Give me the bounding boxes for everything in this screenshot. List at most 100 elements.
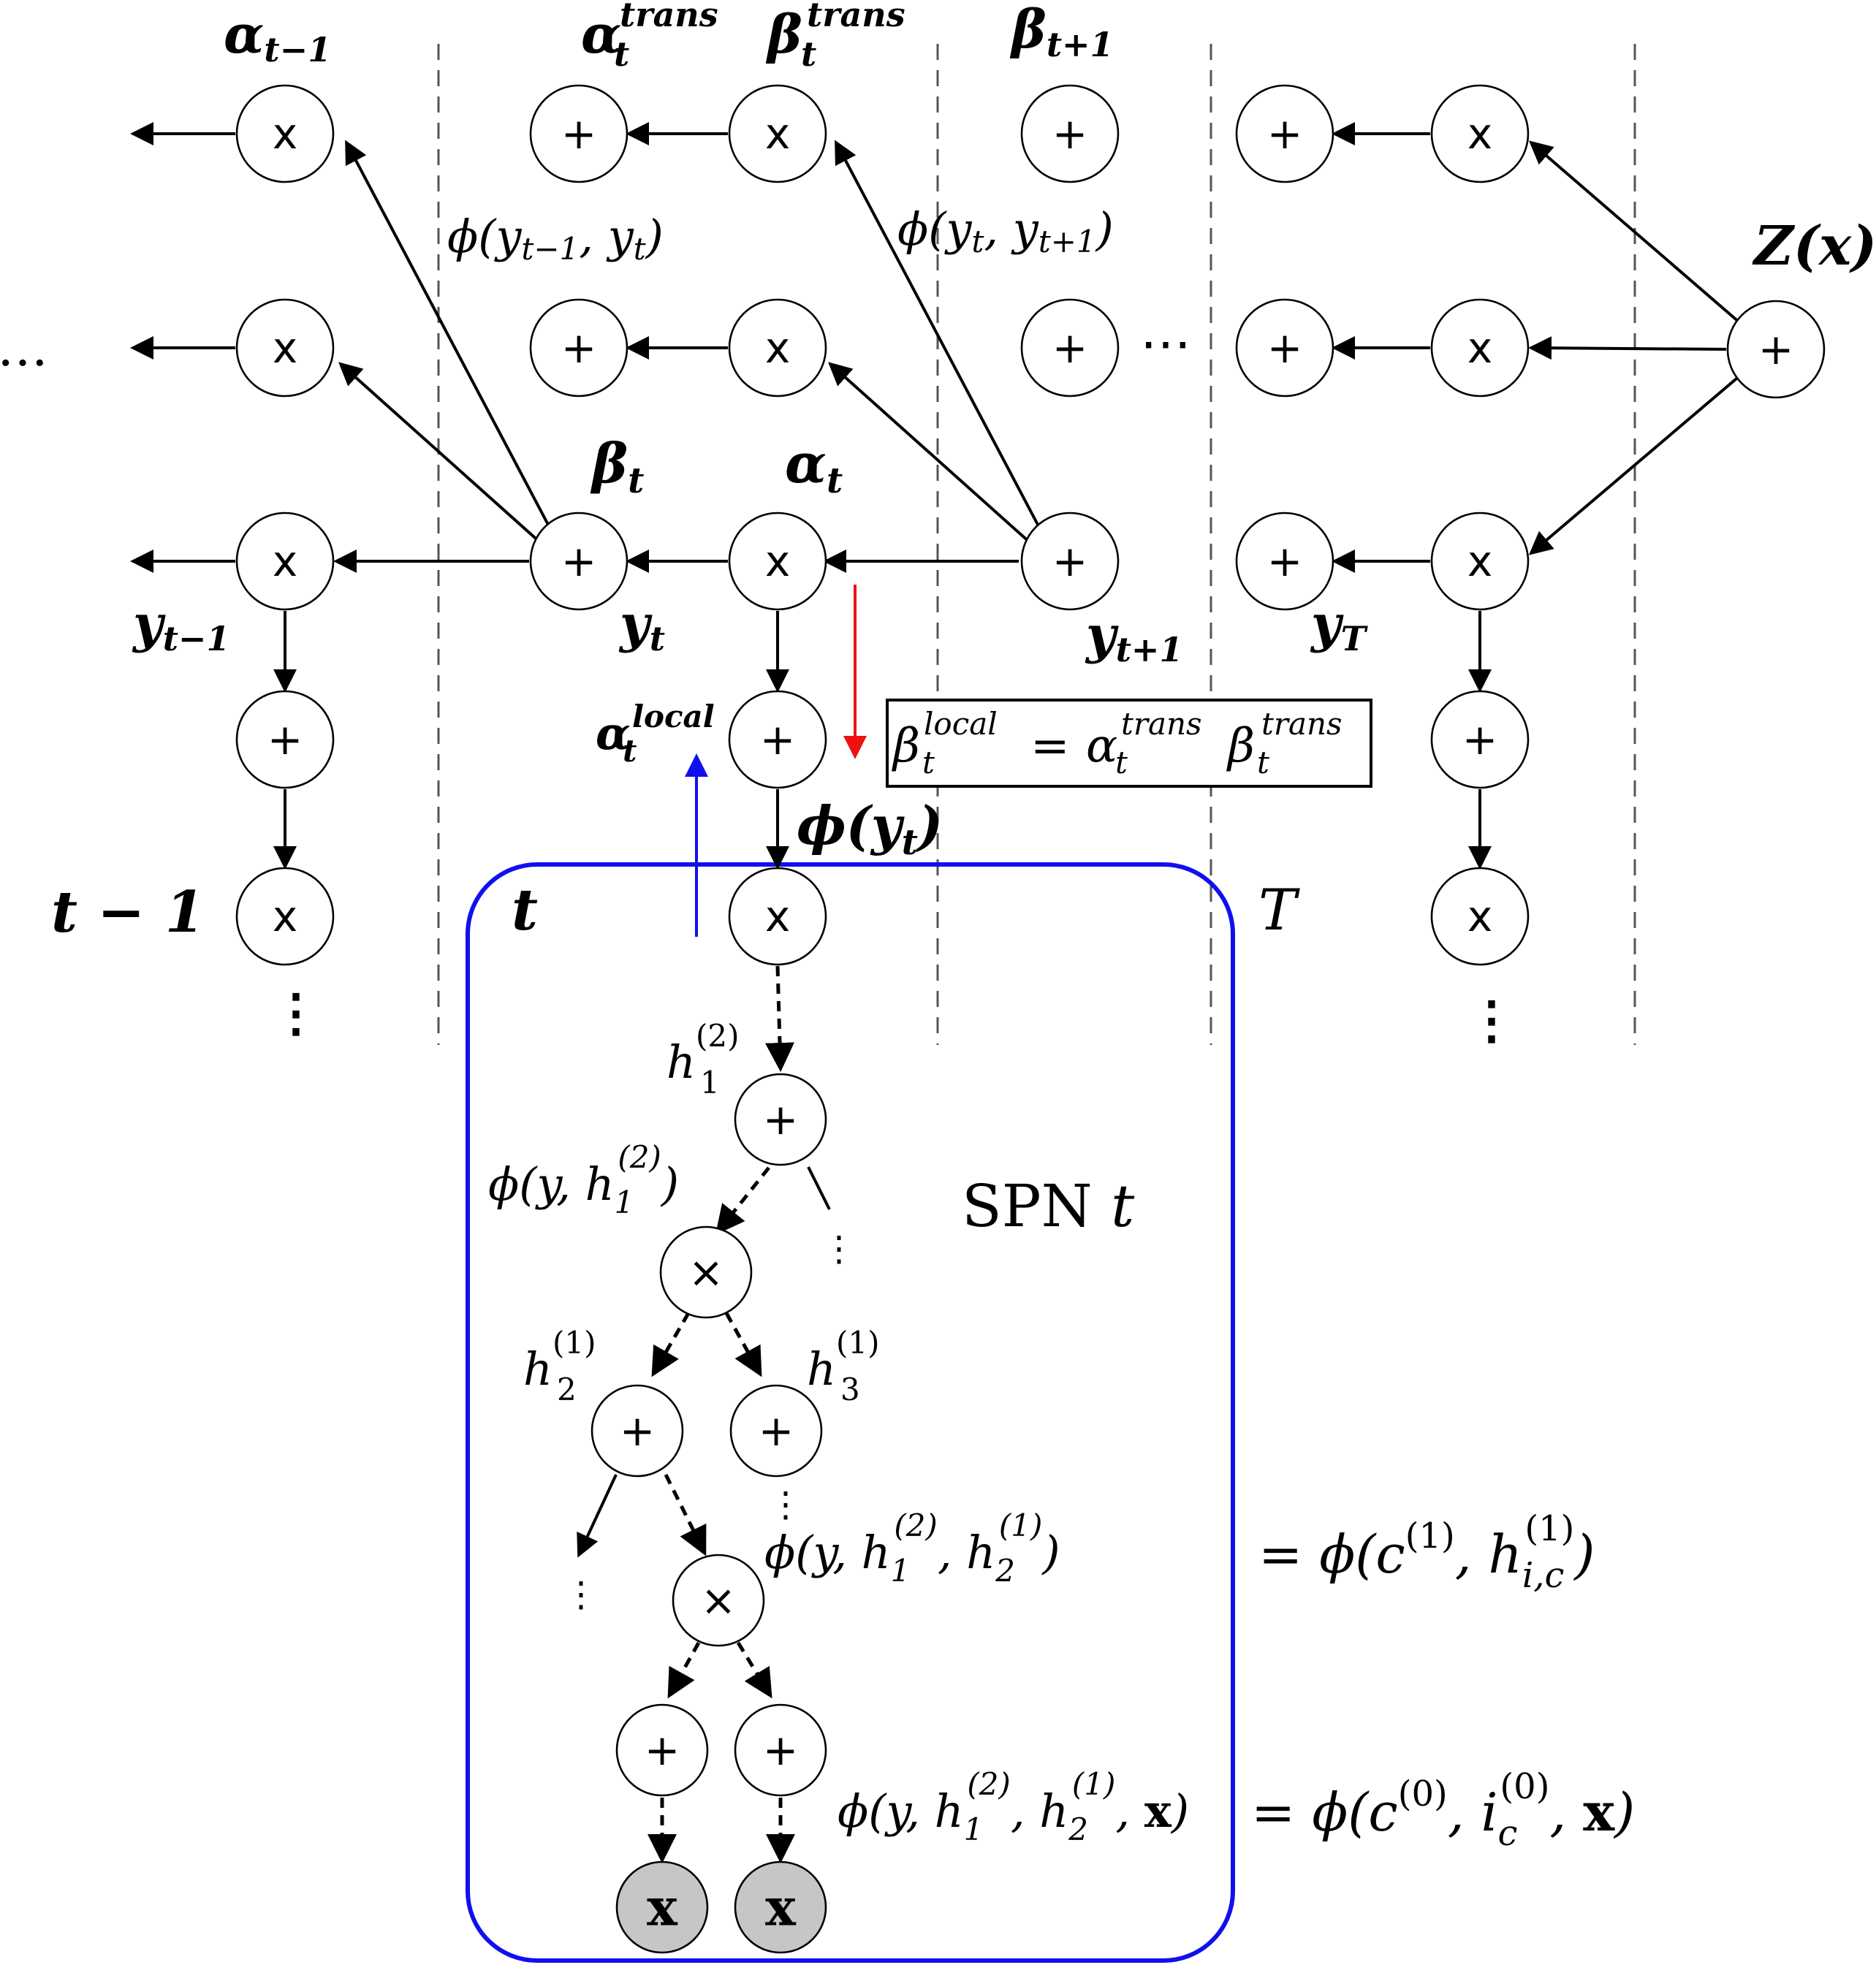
product-node-spn-root: x [728, 867, 827, 966]
label-phi-y-h12: ϕ(y, h1(2)) [488, 1139, 679, 1220]
product-symbol: x [273, 536, 297, 586]
ellipsis-spn-3: ⋮ [563, 1574, 599, 1615]
beta-local-equation-box [886, 699, 1372, 788]
sum-symbol: + [759, 1406, 794, 1456]
svg-text:t: t [1257, 745, 1269, 780]
edge [724, 1312, 762, 1377]
product-node-y-t-1: x [235, 512, 335, 611]
edge [1528, 336, 1727, 360]
edge [651, 1312, 691, 1377]
label-z-x: Z(x) [1752, 215, 1876, 278]
product-node: x [1430, 867, 1530, 966]
ellipsis-left: … [0, 318, 48, 378]
sum-node-alpha-local: + [728, 690, 827, 789]
label-phi-y-h12-h21: ϕ(y, h1(2), h2(1)) [764, 1508, 1060, 1589]
sum-symbol: + [763, 1725, 799, 1775]
svg-text:local: local [924, 706, 998, 742]
product-symbol: x [273, 892, 297, 941]
svg-text:β: β [892, 719, 920, 773]
sum-symbol: + [1267, 109, 1303, 159]
edge [667, 1641, 701, 1699]
label-column-t-minus-1: t − 1 [51, 879, 205, 946]
product-node-alpha-t: x [728, 512, 827, 611]
trellis-edges [130, 122, 1747, 870]
svg-text:(2): (2) [696, 1018, 740, 1054]
svg-text:t: t [623, 733, 637, 769]
edge [835, 140, 1046, 538]
label-alpha-t-minus-1: αt−1 [224, 3, 331, 69]
product-node-spn: × [659, 1225, 753, 1319]
label-phi-c1: = ϕ(c(1), hi,c(1)) [1258, 1508, 1595, 1596]
product-symbol: x [765, 536, 790, 586]
times-symbol: × [701, 1575, 737, 1625]
svg-text:trans: trans [1261, 706, 1343, 742]
label-phi-y-h12-h21-x: ϕ(y, h1(2), h2(1), x) [838, 1766, 1189, 1847]
product-symbol: x [1467, 536, 1492, 586]
svg-text:trans: trans [1121, 706, 1202, 742]
svg-text:α: α [596, 707, 631, 760]
label-alpha-t: αt [785, 433, 843, 501]
leaf-x: x [765, 1877, 797, 1938]
leaf-node-x: x [734, 1860, 827, 1954]
sum-node: + [529, 298, 629, 398]
label-alpha-t-trans: α t trans [581, 0, 718, 74]
edge [765, 965, 794, 1072]
svg-text:t: t [1115, 745, 1128, 780]
sum-symbol: + [645, 1725, 680, 1775]
label-y-T: yT [1310, 593, 1369, 658]
edge [345, 140, 556, 538]
product-node-beta-trans: x [728, 84, 827, 183]
product-symbol: x [1467, 892, 1492, 941]
sum-node-h1-2: + [734, 1073, 827, 1166]
product-node: x [1430, 298, 1530, 398]
sum-node-y-t-plus-1: + [1020, 512, 1120, 611]
ellipsis-vertical-right: ⋮ [1466, 989, 1517, 1050]
sum-node: + [235, 690, 335, 789]
sum-symbol: + [1052, 323, 1088, 373]
svg-text:3: 3 [840, 1372, 860, 1407]
svg-text:h: h [667, 1035, 696, 1089]
spn-box [466, 862, 1235, 1963]
edge [1528, 140, 1747, 329]
svg-text:local: local [632, 699, 715, 734]
edge [828, 362, 1033, 545]
svg-text:(1): (1) [836, 1325, 880, 1361]
label-column-T: T [1258, 878, 1300, 943]
label-y-t-minus-1: yt−1 [132, 593, 230, 658]
times-symbol: × [688, 1247, 724, 1297]
sum-node-h2-1: + [590, 1384, 684, 1478]
svg-text:t: t [922, 745, 935, 780]
svg-text:β: β [765, 3, 802, 65]
product-symbol: x [1467, 323, 1492, 373]
label-phi-y-t: ϕ(yt) [797, 794, 943, 863]
svg-text:α: α [581, 3, 621, 65]
leaf-node-x: x [615, 1860, 709, 1954]
spn-edges [577, 965, 831, 1863]
product-symbol: x [765, 892, 790, 941]
product-symbol: x [273, 109, 297, 159]
svg-text:trans: trans [807, 0, 905, 34]
svg-text:1: 1 [700, 1065, 720, 1100]
svg-text:h: h [807, 1342, 836, 1396]
product-node: x [1430, 84, 1530, 183]
svg-text:h: h [523, 1342, 552, 1396]
edge [736, 1641, 772, 1699]
sum-node-alpha-trans: + [529, 84, 629, 183]
label-beta-t-trans: β t trans [765, 0, 905, 74]
product-symbol: x [765, 109, 790, 159]
label-beta-t-plus-1: βt+1 [1009, 0, 1114, 64]
product-node: x [235, 867, 335, 966]
trellis-nodes: x + x + + x x + x + + x + x + x + + x + … [235, 84, 1826, 966]
sum-symbol: + [1462, 715, 1498, 764]
sum-symbol: + [561, 536, 597, 586]
beta-local-equation: β t local = α t trans β t trans [892, 706, 1343, 780]
ellipsis-spn-1: ⋮ [821, 1228, 857, 1269]
label-h2-1: h 2 (1) [523, 1325, 596, 1407]
svg-text:t: t [614, 34, 629, 74]
sum-symbol: + [1267, 323, 1303, 373]
trellis-labels: αt−1 α t trans β t trans βt+1 ϕ(yt−1, yt… [51, 0, 1876, 946]
sum-node-spn: + [615, 1703, 709, 1797]
sum-node-spn: + [734, 1703, 827, 1797]
svg-text:=: = [1030, 719, 1070, 773]
